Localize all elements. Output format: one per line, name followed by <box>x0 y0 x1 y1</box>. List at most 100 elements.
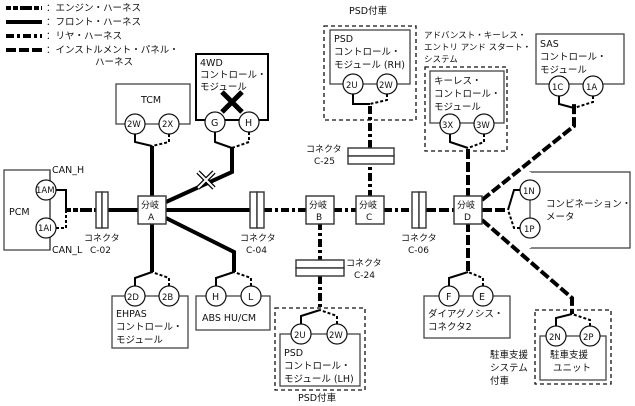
connector-c06-label: コネクタ <box>401 233 437 244</box>
can-l-label: CAN_L <box>52 245 83 256</box>
connector-c25-code: C-25 <box>314 157 335 167</box>
keyless-group-label-1: アドバンスト・キーレス・ <box>424 31 526 41</box>
connector-c25-label: コネクタ <box>306 144 342 155</box>
parking-pin-2p: 2P <box>583 333 594 343</box>
sas-pin-1a: 1A <box>586 83 597 93</box>
sas-pin-1c: 1C <box>552 83 563 93</box>
sas-label-1: SAS <box>540 39 559 50</box>
ehpas-label-3: モジュール <box>116 335 163 346</box>
pcm-label: PCM <box>9 207 30 218</box>
4wd-label-3: モジュール <box>200 82 247 93</box>
parking-label-1: 駐車支援 <box>550 349 589 361</box>
sas-box <box>535 33 625 85</box>
psd-rh-group-label: PSD付車 <box>349 5 388 17</box>
parking-group-label-3: 付車 <box>490 375 510 387</box>
keyless-group-label-2: エントリ アンド スタート・ <box>424 43 531 53</box>
ehpas-label-2: コントロール・ <box>116 322 183 333</box>
keyless-label-3: モジュール <box>434 102 481 113</box>
psd-rh-pin-2u: 2U <box>346 81 358 91</box>
4wd-pin-g: G <box>211 118 218 129</box>
diag-pin-e: E <box>479 292 485 303</box>
connector-c06-code: C-06 <box>408 246 429 256</box>
psd-lh-label-2: コントロール・ <box>284 361 351 372</box>
psd-lh-pin-2w: 2W <box>329 331 343 341</box>
meter-label-1: コンビネーション・ <box>546 199 631 210</box>
junction-b-letter: B <box>316 213 322 223</box>
psd-rh-label-2: コントロール・ <box>334 47 401 58</box>
sas-label-2: コントロール・ <box>540 52 607 63</box>
psd-lh-pin-2u: 2U <box>294 331 306 341</box>
junction-d: 分岐 D <box>453 195 483 225</box>
keyless-label-1: キーレス・ <box>434 76 482 87</box>
connector-c24-label: コネクタ <box>346 258 382 269</box>
tcm-pin-2x: 2X <box>162 120 173 130</box>
legend-rear-label: ：リヤ・ハーネス <box>46 31 122 42</box>
parking-pin-2n: 2N <box>549 333 561 343</box>
keyless-group-label-3: システム <box>424 55 458 65</box>
legend-inst-label: ：インストルメント・パネル・ <box>46 45 179 56</box>
tcm-label: TCM <box>140 95 161 106</box>
psd-lh-label-1: PSD <box>284 348 303 359</box>
psd-rh-label-3: モジュール (RH) <box>334 60 405 71</box>
psd-lh-box <box>279 333 361 387</box>
junction-c: 分岐 C <box>355 195 385 225</box>
disconnected-x-icon <box>196 170 216 190</box>
connector-c04: コネクタ C-04 <box>240 191 276 256</box>
ehpas-label-1: EHPAS <box>116 309 147 320</box>
tcm-pin-2w: 2W <box>127 120 141 130</box>
junction-c-label: 分岐 <box>359 199 377 211</box>
connector-c24: コネクタ C-24 <box>295 258 382 281</box>
connector-c02-label: コネクタ <box>84 233 120 244</box>
parking-dashed-box <box>534 309 612 385</box>
junction-a-label: 分岐 <box>141 199 159 211</box>
meter-pin-1n: 1N <box>523 187 535 197</box>
4wd-label-1: 4WD <box>200 58 223 69</box>
connector-c04-label: コネクタ <box>240 233 276 244</box>
harness-d-parking <box>480 218 574 314</box>
diag-module: F E ダイアグノシス・ コネクタ2 <box>423 271 511 339</box>
parking-group-label-2: システム <box>490 363 528 374</box>
junction-b: 分岐 B <box>305 195 335 225</box>
keyless-dashed-box <box>424 66 508 152</box>
connector-c02: コネクタ C-02 <box>84 191 120 256</box>
meter-label-2: メータ <box>546 212 575 223</box>
legend-engine-label: ：エンジン・ハーネス <box>46 3 141 14</box>
pcm-pin-1ai-label: 1AI <box>38 224 52 234</box>
abs-module: H L ABS HU/CM <box>195 271 271 331</box>
keyless-pin-3x: 3X <box>442 121 453 131</box>
diag-box <box>423 295 511 339</box>
connector-c25: コネクタ C-25 <box>306 144 395 167</box>
abs-pin-l: L <box>248 292 254 303</box>
parking-group-label-1: 駐車支援 <box>490 349 529 361</box>
keyless-box <box>429 70 505 124</box>
diag-label-2: コネクタ2 <box>428 322 472 333</box>
harness-a-abs <box>165 216 236 272</box>
keyless-label-2: コントロール・ <box>434 89 501 100</box>
diag-label-1: ダイアグノシス・ <box>428 308 503 320</box>
junction-d-label: 分岐 <box>457 199 475 211</box>
psd-lh-dashed-box <box>274 307 366 391</box>
psd-rh-dashed-box <box>323 25 417 121</box>
psd-rh-box <box>329 29 411 85</box>
abs-pin-h: H <box>212 292 219 303</box>
psd-lh-group-label: PSD付車 <box>298 392 337 404</box>
abs-label: ABS HU/CM <box>202 313 256 324</box>
4wd-pin-h: H <box>245 118 252 129</box>
psd-rh-group: PSD付車 PSD コントロール・ モジュール (RH) 2U 2W <box>323 5 417 121</box>
junction-a-letter: A <box>148 213 155 223</box>
4wd-box <box>195 53 269 121</box>
connector-c24-code: C-24 <box>354 271 375 281</box>
sas-module: SAS コントロール・ モジュール 1C 1A <box>535 33 625 109</box>
junction-a: 分岐 A <box>137 195 167 225</box>
psd-lh-label-3: モジュール (LH) <box>284 374 354 385</box>
psd-lh-group: 2U 2W PSD コントロール・ モジュール (LH) PSD付車 <box>274 307 366 404</box>
parking-label-2: ユニット <box>553 363 591 374</box>
junction-d-letter: D <box>464 213 471 223</box>
pcm-module: PCM 1AM 1AI CAN_H CAN_L <box>3 165 84 256</box>
diag-pin-f: F <box>446 292 451 303</box>
sas-label-3: モジュール <box>540 65 587 76</box>
psd-rh-pin-2w: 2W <box>379 81 393 91</box>
harness-a-4wd <box>165 148 234 204</box>
not-equipped-x-icon <box>220 90 244 114</box>
